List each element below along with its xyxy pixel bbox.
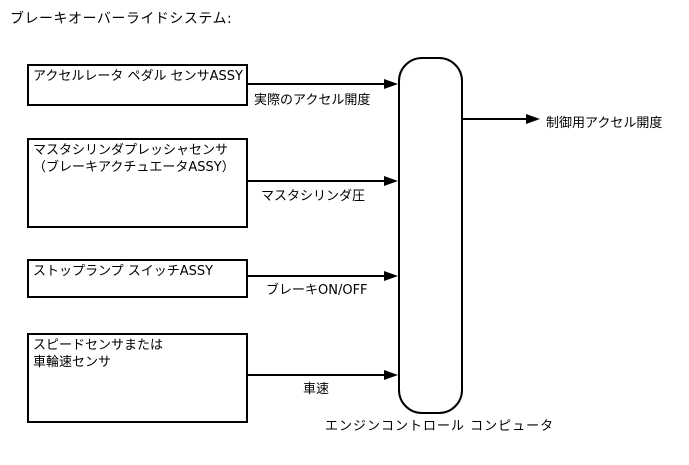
signal-arrow-line-brake-onoff <box>248 275 384 277</box>
arrowhead-icon <box>384 271 398 281</box>
source-box-label: マスタシリンダプレッシャセンサ <box>33 143 229 158</box>
source-box-label: 車輪速センサ <box>33 355 112 370</box>
arrowhead-icon <box>384 79 398 89</box>
ecu-node <box>398 57 463 414</box>
source-box-stop-lamp-switch: ストップランプ スイッチASSY <box>27 259 248 298</box>
signal-label-master-cylinder: マスタシリンダ圧 <box>261 189 366 204</box>
diagram-title: ブレーキオーバーライドシステム: <box>10 11 233 27</box>
arrowhead-icon <box>526 114 540 124</box>
source-box-speed-sensor: スピードセンサまたは 車輪速センサ <box>27 333 248 423</box>
signal-arrow-line-vehicle-speed <box>248 374 384 376</box>
source-box-master-cylinder-pressure-sensor: マスタシリンダプレッシャセンサ （ブレーキアクチュエータASSY） <box>27 138 248 228</box>
source-box-label: ストップランプ スイッチASSY <box>33 264 214 279</box>
signal-label-brake-onoff: ブレーキON/OFF <box>266 283 368 298</box>
output-label: 制御用アクセル開度 <box>546 116 663 131</box>
arrowhead-icon <box>384 176 398 186</box>
source-box-label: （ブレーキアクチュエータASSY） <box>33 160 235 175</box>
source-box-accelerator-pedal-sensor: アクセルレータ ペダル センサASSY <box>27 64 248 106</box>
ecu-label: エンジンコントロール コンピュータ <box>325 419 555 434</box>
signal-arrow-line-actual-accel <box>248 83 384 85</box>
signal-arrow-line-master-cylinder <box>248 180 384 182</box>
output-arrow-line <box>463 118 526 120</box>
signal-label-vehicle-speed: 車速 <box>303 382 330 397</box>
source-box-label: アクセルレータ ペダル センサASSY <box>33 69 243 84</box>
arrowhead-icon <box>384 370 398 380</box>
signal-label-actual-accel: 実際のアクセル開度 <box>254 93 371 108</box>
source-box-label: スピードセンサまたは <box>33 338 164 353</box>
